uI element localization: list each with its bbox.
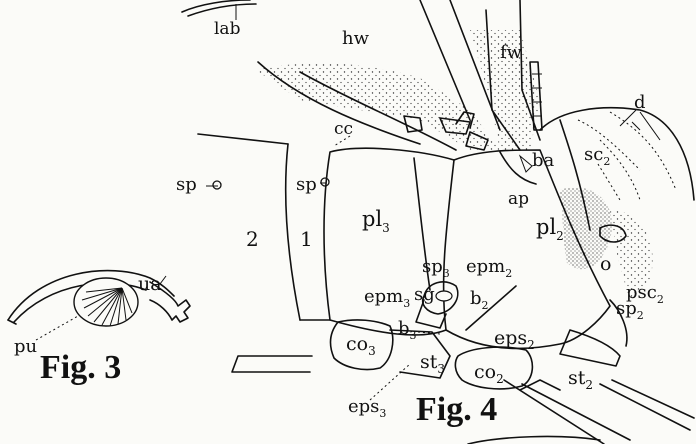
label-st2: st2 xyxy=(568,367,593,392)
label-segment-2: 2 xyxy=(246,227,259,251)
label-ua: ua xyxy=(138,273,162,295)
label-co3: co3 xyxy=(346,333,376,358)
fore-leg xyxy=(600,380,694,430)
scutum-outline xyxy=(540,108,694,200)
sc2-leader xyxy=(598,164,620,200)
label-hw: hw xyxy=(342,28,370,49)
label-cc: cc xyxy=(334,119,353,139)
svg-text:hw: hw xyxy=(342,28,370,49)
label-d: d xyxy=(634,92,646,113)
segment-1-boundary xyxy=(286,144,300,320)
label-pl2: pl2 xyxy=(536,215,564,243)
spiracle-segment2 xyxy=(213,181,221,189)
fig3-drawing xyxy=(8,271,190,340)
label-b2: b2 xyxy=(470,288,489,312)
svg-text:sp: sp xyxy=(296,174,317,195)
svg-text:d: d xyxy=(634,92,646,113)
fig4-drawing xyxy=(182,0,694,444)
svg-text:cc: cc xyxy=(334,119,353,139)
hind-leg xyxy=(232,356,312,372)
label-fw: fw xyxy=(500,42,523,63)
label-epm2: epm2 xyxy=(466,256,512,280)
spiracle-segment1 xyxy=(321,178,329,186)
label-pu: pu xyxy=(14,336,37,357)
label-eps3: eps3 xyxy=(348,396,386,420)
label-b3: b3 xyxy=(398,318,417,342)
label-st3: st3 xyxy=(420,351,445,376)
labium xyxy=(182,0,250,12)
svg-text:2: 2 xyxy=(246,227,259,251)
label-eps2: eps2 xyxy=(494,327,535,352)
label-epm3: epm3 xyxy=(364,286,410,310)
label-ap: ap xyxy=(508,189,529,209)
svg-text:ba: ba xyxy=(532,150,555,171)
svg-text:sp: sp xyxy=(176,174,197,195)
svg-text:sg: sg xyxy=(414,284,435,305)
label-sp-outer: sp xyxy=(176,174,197,195)
label-sg: sg xyxy=(414,284,435,305)
svg-text:lab: lab xyxy=(214,19,241,39)
svg-text:1: 1 xyxy=(300,227,313,251)
svg-text:ap: ap xyxy=(508,189,529,209)
label-sp-1: sp xyxy=(296,174,317,195)
caption-fig3: Fig. 3 xyxy=(40,349,121,386)
label-sc2: sc2 xyxy=(584,144,610,168)
fig3-pu-leader xyxy=(36,316,78,340)
label-pl3: pl3 xyxy=(362,207,390,235)
svg-text:ua: ua xyxy=(138,273,162,295)
caption-fig4: Fig. 4 xyxy=(416,391,497,428)
pleural-apophysis xyxy=(520,156,532,172)
abdomen-dorsal-line xyxy=(198,134,288,144)
label-segment-1: 1 xyxy=(300,227,313,251)
wing-base-stipple xyxy=(256,63,500,150)
svg-text:fw: fw xyxy=(500,42,523,63)
svg-text:o: o xyxy=(600,253,611,275)
sternum-2 xyxy=(560,330,620,366)
svg-text:pu: pu xyxy=(14,336,37,357)
label-sp3: sp3 xyxy=(422,256,450,280)
label-o: o xyxy=(600,253,611,275)
fig3-pulvillus xyxy=(74,278,138,326)
label-lab: lab xyxy=(214,19,241,39)
label-co2: co2 xyxy=(474,361,504,386)
label-ba: ba xyxy=(532,150,555,171)
